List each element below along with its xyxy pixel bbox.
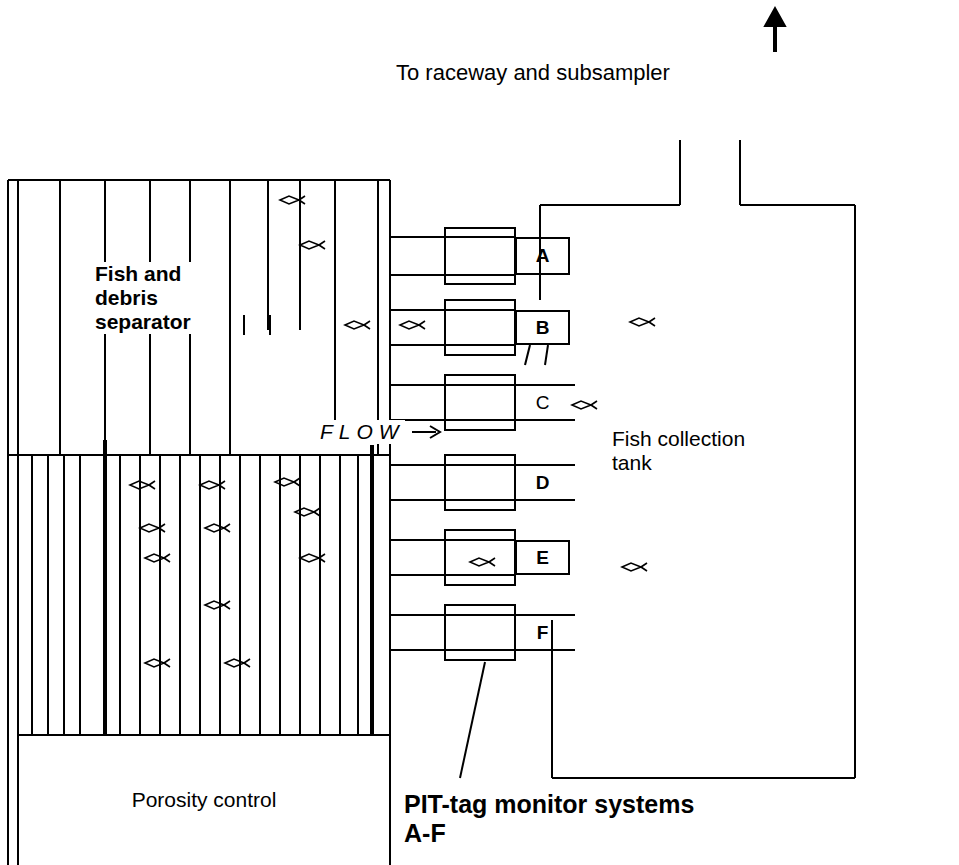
control-box: Porosity control: [18, 735, 390, 865]
region-label: Fish collection tank: [612, 427, 762, 475]
monitor-letter: E: [536, 547, 549, 569]
fish-symbol: [400, 321, 425, 329]
fish-symbol: [300, 554, 325, 562]
separator-region: Fish and debris separator: [8, 180, 390, 455]
region-label: Porosity control: [132, 788, 277, 812]
monitor-box: D: [515, 465, 570, 500]
fish-symbol: [205, 601, 230, 609]
fish-symbol: [345, 321, 370, 329]
flow-label: FLOW: [320, 420, 405, 444]
monitor-letter: C: [536, 392, 550, 414]
fish-symbol: [470, 558, 495, 566]
fish-symbol: [140, 524, 165, 532]
fish-symbol: [295, 508, 320, 516]
fish-symbol: [572, 401, 597, 409]
monitor-letter: D: [536, 472, 550, 494]
monitor-box: A: [515, 237, 570, 275]
fish-symbol: [225, 659, 250, 667]
monitor-box: E: [515, 540, 570, 575]
monitor-box: B: [515, 310, 570, 345]
fish-symbol: [280, 196, 305, 204]
fish-symbol: [300, 241, 325, 249]
fish-symbol: [145, 554, 170, 562]
monitor-box: C: [515, 385, 570, 420]
monitor-letter: F: [537, 622, 549, 644]
fish-symbol: [205, 524, 230, 532]
tank-region: Fish collection tank: [540, 205, 855, 778]
fish-symbol: [275, 478, 300, 486]
monitor-letter: A: [536, 245, 550, 267]
outlet-label: To raceway and subsampler: [396, 60, 670, 85]
fish-symbol: [630, 318, 655, 326]
fish-symbol: [145, 659, 170, 667]
region-label: Fish and debris separator: [95, 262, 225, 334]
callout-label: PIT-tag monitor systems A-F: [404, 790, 724, 848]
fish-symbol: [130, 481, 155, 489]
fish-symbol: [200, 481, 225, 489]
fish-symbol: [622, 563, 647, 571]
monitor-box: F: [515, 615, 570, 650]
monitor-letter: B: [536, 317, 550, 339]
